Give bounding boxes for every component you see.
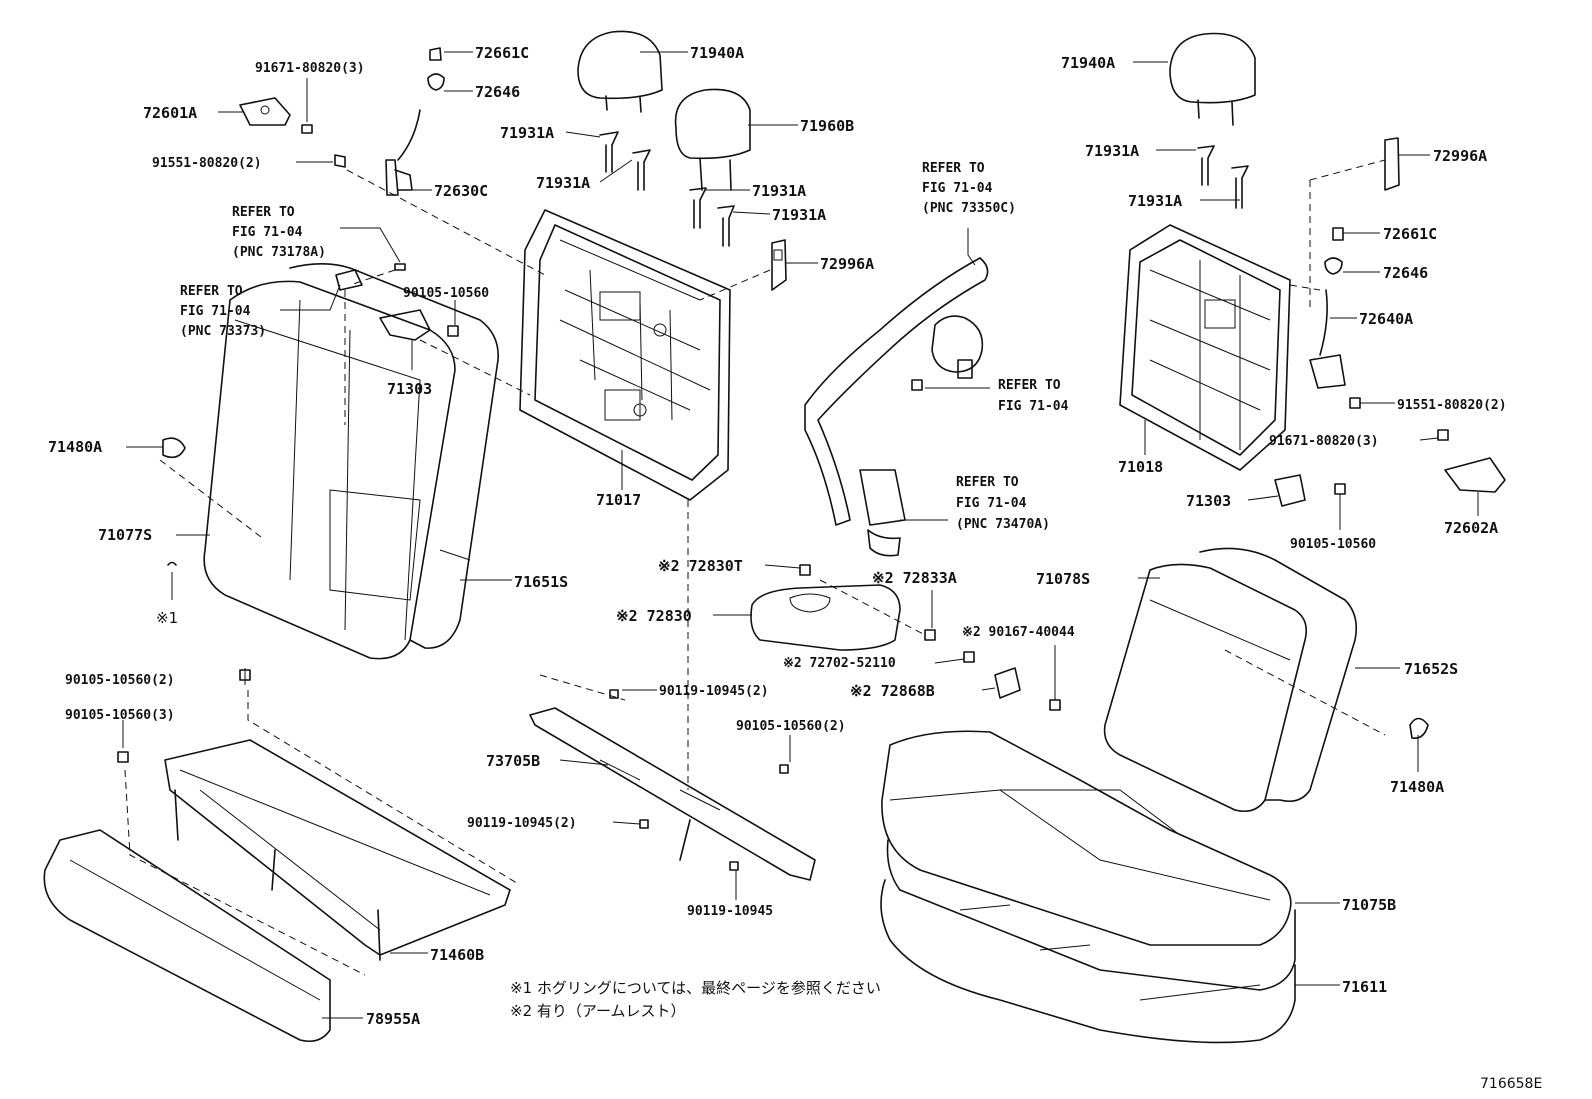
- center-bracket-drawing: [529, 689, 816, 881]
- ref-73178A-line2: FIG 71-04: [232, 225, 303, 240]
- label-71960B: 71960B: [800, 117, 854, 135]
- leader-lines: [122, 51, 1479, 1019]
- label-72640A: 72640A: [1359, 310, 1413, 328]
- label-71931A-1: 71931A: [500, 124, 554, 142]
- label-72996A-center: 72996A: [820, 255, 874, 273]
- ref-73178A-line3: (PNC 73178A): [232, 245, 326, 260]
- latch-center-drawing: [771, 239, 787, 291]
- label-71078S: 71078S: [1036, 570, 1090, 588]
- label-72661C-right: 72661C: [1383, 225, 1437, 243]
- hinge-right-drawing: [1274, 137, 1506, 507]
- label-71303-right: 71303: [1186, 492, 1231, 510]
- label-90119-2a: 90119-10945(2): [659, 684, 769, 699]
- note1-marker-left: ※1: [156, 609, 178, 627]
- footnotes: ※1 ホグリングについては、最終ページを参照ください ※2 有り（アームレスト）: [510, 979, 881, 1020]
- ref-fig-line1: REFER TO: [998, 378, 1061, 393]
- ref-73373-line3: (PNC 73373): [180, 324, 266, 339]
- label-72646-right: 72646: [1383, 264, 1428, 282]
- label-91551-left: 91551-80820(2): [152, 156, 262, 171]
- label-71017: 71017: [596, 491, 641, 509]
- ref-73178A-line1: REFER TO: [232, 205, 295, 220]
- label-71931A-2: 71931A: [536, 174, 590, 192]
- label-71303-left: 71303: [387, 380, 432, 398]
- label-90119-single: 90119-10945: [687, 904, 773, 919]
- ref-73373-line1: REFER TO: [180, 284, 243, 299]
- label-72601A: 72601A: [143, 104, 197, 122]
- assembly-guide-lines: [124, 159, 1386, 976]
- label-91671-right: 91671-80820(3): [1269, 434, 1379, 449]
- headrest-guides-left: [599, 131, 735, 247]
- seatback-cover-right-drawing: [1103, 547, 1358, 813]
- label-91671-left: 91671-80820(3): [255, 61, 365, 76]
- label-72646-left: 72646: [475, 83, 520, 101]
- label-72830: ※2 72830: [616, 607, 692, 625]
- seatback-frame-right-drawing: [1119, 224, 1291, 471]
- headrest-center-drawing: [674, 88, 751, 191]
- label-71651S: 71651S: [514, 573, 568, 591]
- footnote-2: ※2 有り（アームレスト）: [510, 1002, 686, 1020]
- ref-73470A-line1: REFER TO: [956, 475, 1019, 490]
- diagram-code: 716658E: [1480, 1076, 1542, 1092]
- label-72630C: 72630C: [434, 182, 488, 200]
- label-71931A-r1: 71931A: [1085, 142, 1139, 160]
- seat-frame-left-drawing: [117, 669, 511, 961]
- label-72833A: ※2 72833A: [872, 569, 957, 587]
- ref-73470A-line2: FIG 71-04: [956, 496, 1027, 511]
- seatbelt-drawing: [804, 257, 989, 557]
- seatback-cover-left-drawing: [203, 263, 499, 660]
- label-72830T: ※2 72830T: [658, 557, 743, 575]
- label-90167: ※2 90167-40044: [962, 625, 1075, 640]
- label-90119-2b: 90119-10945(2): [467, 816, 577, 831]
- leader-markers: [162, 437, 1429, 740]
- label-90105-top: 90105-10560: [403, 286, 489, 301]
- label-71931A-r2: 71931A: [1128, 192, 1182, 210]
- label-71480A-left: 71480A: [48, 438, 102, 456]
- hinge-left-drawing: [239, 47, 459, 341]
- ref-73470A-line3: (PNC 73470A): [956, 517, 1050, 532]
- label-72661C-left: 72661C: [475, 44, 529, 62]
- headrest-right-drawing: [1169, 32, 1256, 209]
- ref-73350C-line3: (PNC 73350C): [922, 201, 1016, 216]
- label-91551-right: 91551-80820(2): [1397, 398, 1507, 413]
- label-71611: 71611: [1342, 978, 1387, 996]
- label-71077S: 71077S: [98, 526, 152, 544]
- seatback-frame-left-drawing: [519, 209, 731, 501]
- headrest-left-drawing: [577, 30, 663, 113]
- ref-73350C-line2: FIG 71-04: [922, 181, 993, 196]
- seat-cushion-right-drawing: [880, 730, 1296, 1044]
- footnote-1: ※1 ホグリングについては、最終ページを参照ください: [510, 979, 881, 997]
- reference-notes: REFER TO FIG 71-04 (PNC 73178A) REFER TO…: [180, 161, 1069, 532]
- label-71652S: 71652S: [1404, 660, 1458, 678]
- ref-73373-line2: FIG 71-04: [180, 304, 251, 319]
- label-71018: 71018: [1118, 458, 1163, 476]
- label-71940A-left: 71940A: [690, 44, 744, 62]
- armrest-drawing: [750, 564, 1061, 711]
- label-71075B: 71075B: [1342, 896, 1396, 914]
- label-90105-3: 90105-10560(3): [65, 708, 175, 723]
- label-71931A-3: 71931A: [752, 182, 806, 200]
- floor-cover-drawing: [43, 829, 331, 1043]
- ref-73350C-line1: REFER TO: [922, 161, 985, 176]
- label-72868B: ※2 72868B: [850, 682, 935, 700]
- label-90105-2b: 90105-10560(2): [736, 719, 846, 734]
- label-71460B: 71460B: [430, 946, 484, 964]
- part-labels: 71940A 71960B 71931A 71931A 71931A 71931…: [48, 44, 1507, 1028]
- label-73705B: 73705B: [486, 752, 540, 770]
- label-71931A-4: 71931A: [772, 206, 826, 224]
- label-71940A-right: 71940A: [1061, 54, 1115, 72]
- label-90105-2a: 90105-10560(2): [65, 673, 175, 688]
- label-90105-right: 90105-10560: [1290, 537, 1376, 552]
- label-72602A: 72602A: [1444, 519, 1498, 537]
- label-71480A-right: 71480A: [1390, 778, 1444, 796]
- label-72996A-right: 72996A: [1433, 147, 1487, 165]
- label-78955A: 78955A: [366, 1010, 420, 1028]
- ref-fig-line2: FIG 71-04: [998, 399, 1069, 414]
- label-72702: ※2 72702-52110: [783, 656, 896, 671]
